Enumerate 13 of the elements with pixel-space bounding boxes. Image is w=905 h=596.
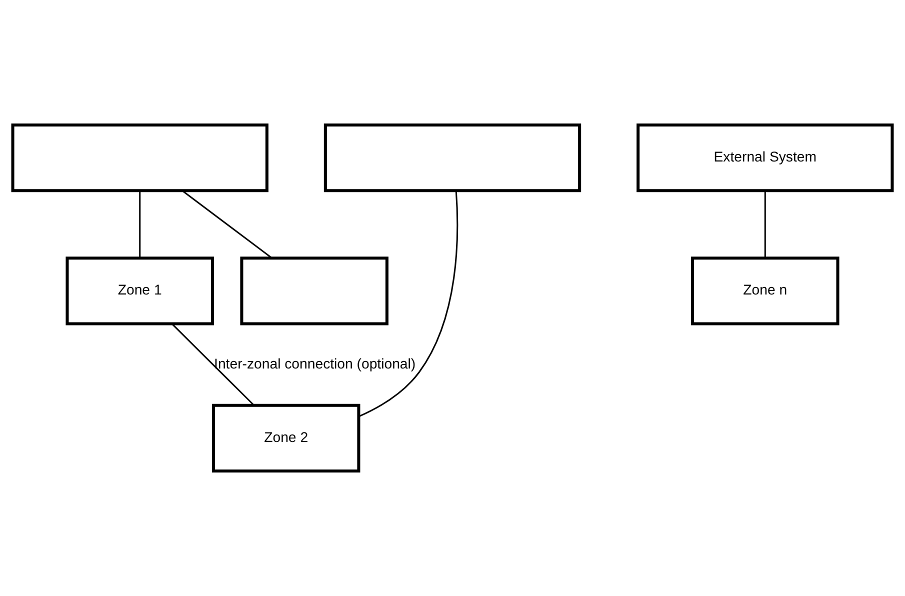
node-box: Zone 2	[212, 404, 360, 472]
connector	[171, 323, 255, 406]
node-box: External System	[636, 124, 894, 192]
node-box: Zone 1	[66, 256, 214, 326]
node-box	[240, 256, 388, 326]
connector	[182, 190, 272, 259]
node-box: Zone n	[691, 256, 840, 326]
node-box	[11, 124, 268, 192]
connector	[139, 190, 141, 258]
edge-label: Inter-zonal connection (optional)	[214, 355, 416, 372]
connector	[764, 190, 766, 258]
connector	[358, 190, 458, 418]
node-box	[324, 124, 582, 192]
